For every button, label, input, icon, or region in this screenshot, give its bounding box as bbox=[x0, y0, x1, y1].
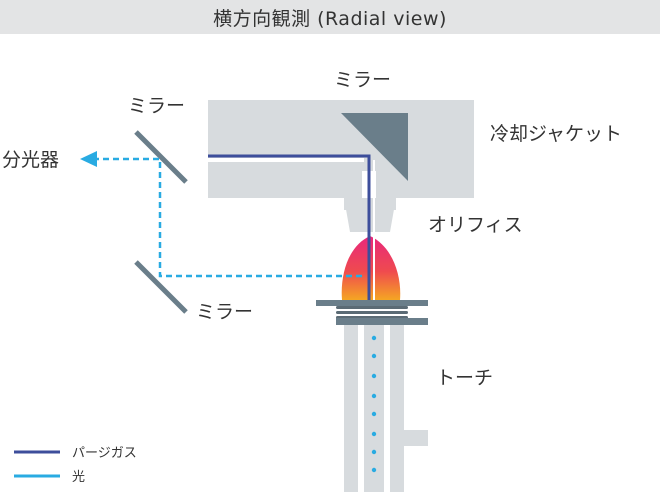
purge-gas-line bbox=[208, 154, 371, 300]
lower-left-mirror bbox=[134, 260, 188, 314]
label-mirror-upper-left: ミラー bbox=[128, 95, 185, 117]
label-torch: トーチ bbox=[436, 367, 493, 389]
torch-plate bbox=[316, 300, 428, 306]
label-spectrometer: 分光器 bbox=[2, 149, 59, 171]
coil-base bbox=[336, 318, 428, 325]
cooling-jacket-lower bbox=[208, 171, 362, 210]
label-cooling-jacket: 冷却ジャケット bbox=[490, 123, 622, 145]
label-mirror-lower-left: ミラー bbox=[196, 301, 253, 323]
light-path bbox=[96, 157, 362, 278]
legend-light-label: 光 bbox=[72, 470, 85, 485]
diagram-title: 横方向観測 (Radial view) bbox=[213, 7, 447, 30]
title-bar: 横方向観測 (Radial view) bbox=[0, 0, 660, 34]
light-arrowhead bbox=[80, 151, 97, 167]
legend: パージガス 光 bbox=[14, 446, 137, 485]
upper-left-mirror bbox=[134, 130, 188, 184]
torch-core-tube bbox=[364, 320, 384, 492]
torch-gas-dots bbox=[371, 335, 377, 473]
torch-side-port bbox=[404, 430, 428, 446]
top-mirror bbox=[341, 113, 408, 181]
legend-purge-gas-label: パージガス bbox=[72, 446, 137, 461]
plasma-flame bbox=[341, 236, 401, 300]
label-mirror-top: ミラー bbox=[334, 69, 391, 91]
label-orifice: オリフィス bbox=[428, 214, 523, 236]
